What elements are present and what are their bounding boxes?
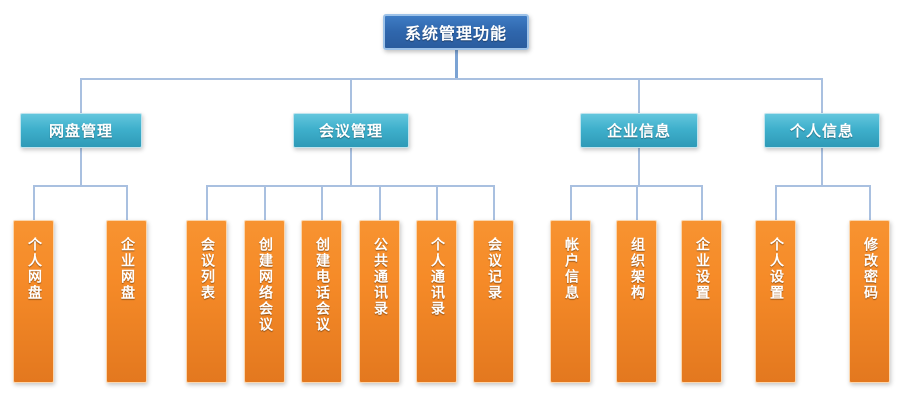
node-leaf-qiye-wangpan[interactable]: 企业网盘 [106,220,147,383]
node-category-huiyi[interactable]: 会议管理 [293,113,409,148]
connector-drop-leaf-2-4 [379,185,381,221]
connector-stem-group-1 [80,148,82,186]
connector-bus-group-1 [33,185,128,187]
node-leaf-label: 个人网盘 [26,237,43,301]
connector-drop-leaf-4-2 [869,185,871,221]
node-leaf-label: 创建电话会议 [314,237,331,333]
node-leaf-chuangjian-wangluo-huiyi[interactable]: 创建网络会议 [244,220,285,383]
node-root[interactable]: 系统管理功能 [383,14,529,50]
node-category-label: 企业信息 [606,122,671,140]
node-leaf-geren-shezhi[interactable]: 个人设置 [755,220,796,383]
node-leaf-label: 会议列表 [199,237,216,301]
connector-stem-group-2 [350,148,352,186]
connector-drop-leaf-1-2 [126,185,128,221]
node-leaf-qiye-shezhi[interactable]: 企业设置 [681,220,722,383]
connector-drop-leaf-2-3 [321,185,323,221]
connector-drop-leaf-2-5 [436,185,438,221]
connector-drop-category-2 [350,78,352,113]
connector-drop-leaf-4-1 [775,185,777,221]
node-leaf-label: 企业网盘 [119,237,136,301]
node-root-label: 系统管理功能 [404,24,507,43]
connector-drop-leaf-3-1 [570,185,572,221]
node-leaf-huiyi-jilu[interactable]: 会议记录 [473,220,514,383]
node-leaf-geren-wangpan[interactable]: 个人网盘 [13,220,54,383]
node-category-wangpan[interactable]: 网盘管理 [20,113,142,148]
node-leaf-label: 帐户信息 [563,237,580,301]
connector-main-bus [80,78,822,80]
node-category-qiye[interactable]: 企业信息 [580,113,698,148]
connector-bus-group-4 [775,185,871,187]
node-leaf-label: 会议记录 [486,237,503,301]
node-leaf-label: 修改密码 [862,237,879,301]
node-leaf-label: 创建网络会议 [257,237,274,333]
node-leaf-label: 组织架构 [629,237,646,301]
connector-root-stem [455,49,458,79]
node-leaf-label: 公共通讯录 [372,237,389,317]
connector-drop-leaf-2-1 [206,185,208,221]
node-category-geren[interactable]: 个人信息 [764,113,880,148]
node-leaf-label: 个人通讯录 [429,237,446,317]
node-leaf-xiugai-mima[interactable]: 修改密码 [849,220,890,383]
connector-drop-leaf-3-2 [636,185,638,221]
node-leaf-gonggong-tongxunlu[interactable]: 公共通讯录 [359,220,400,383]
connector-drop-leaf-2-2 [264,185,266,221]
node-category-label: 个人信息 [789,122,854,140]
connector-drop-category-3 [638,78,640,113]
connector-drop-category-4 [821,78,823,113]
connector-bus-group-2 [206,185,494,187]
connector-drop-category-1 [80,78,82,113]
node-leaf-label: 企业设置 [694,237,711,301]
node-leaf-chuangjian-dianhua-huiyi[interactable]: 创建电话会议 [301,220,342,383]
node-leaf-zuzhi-jiagou[interactable]: 组织架构 [616,220,657,383]
node-leaf-huiyi-liebiao[interactable]: 会议列表 [186,220,227,383]
connector-drop-leaf-2-6 [493,185,495,221]
node-category-label: 网盘管理 [48,122,113,140]
connector-drop-leaf-1-1 [33,185,35,221]
connector-drop-leaf-3-3 [701,185,703,221]
node-leaf-label: 个人设置 [768,237,785,301]
node-category-label: 会议管理 [318,122,383,140]
node-leaf-geren-tongxunlu[interactable]: 个人通讯录 [416,220,457,383]
connector-stem-group-4 [821,148,823,186]
node-leaf-zhanghu-xinxi[interactable]: 帐户信息 [550,220,591,383]
connector-stem-group-3 [638,148,640,186]
